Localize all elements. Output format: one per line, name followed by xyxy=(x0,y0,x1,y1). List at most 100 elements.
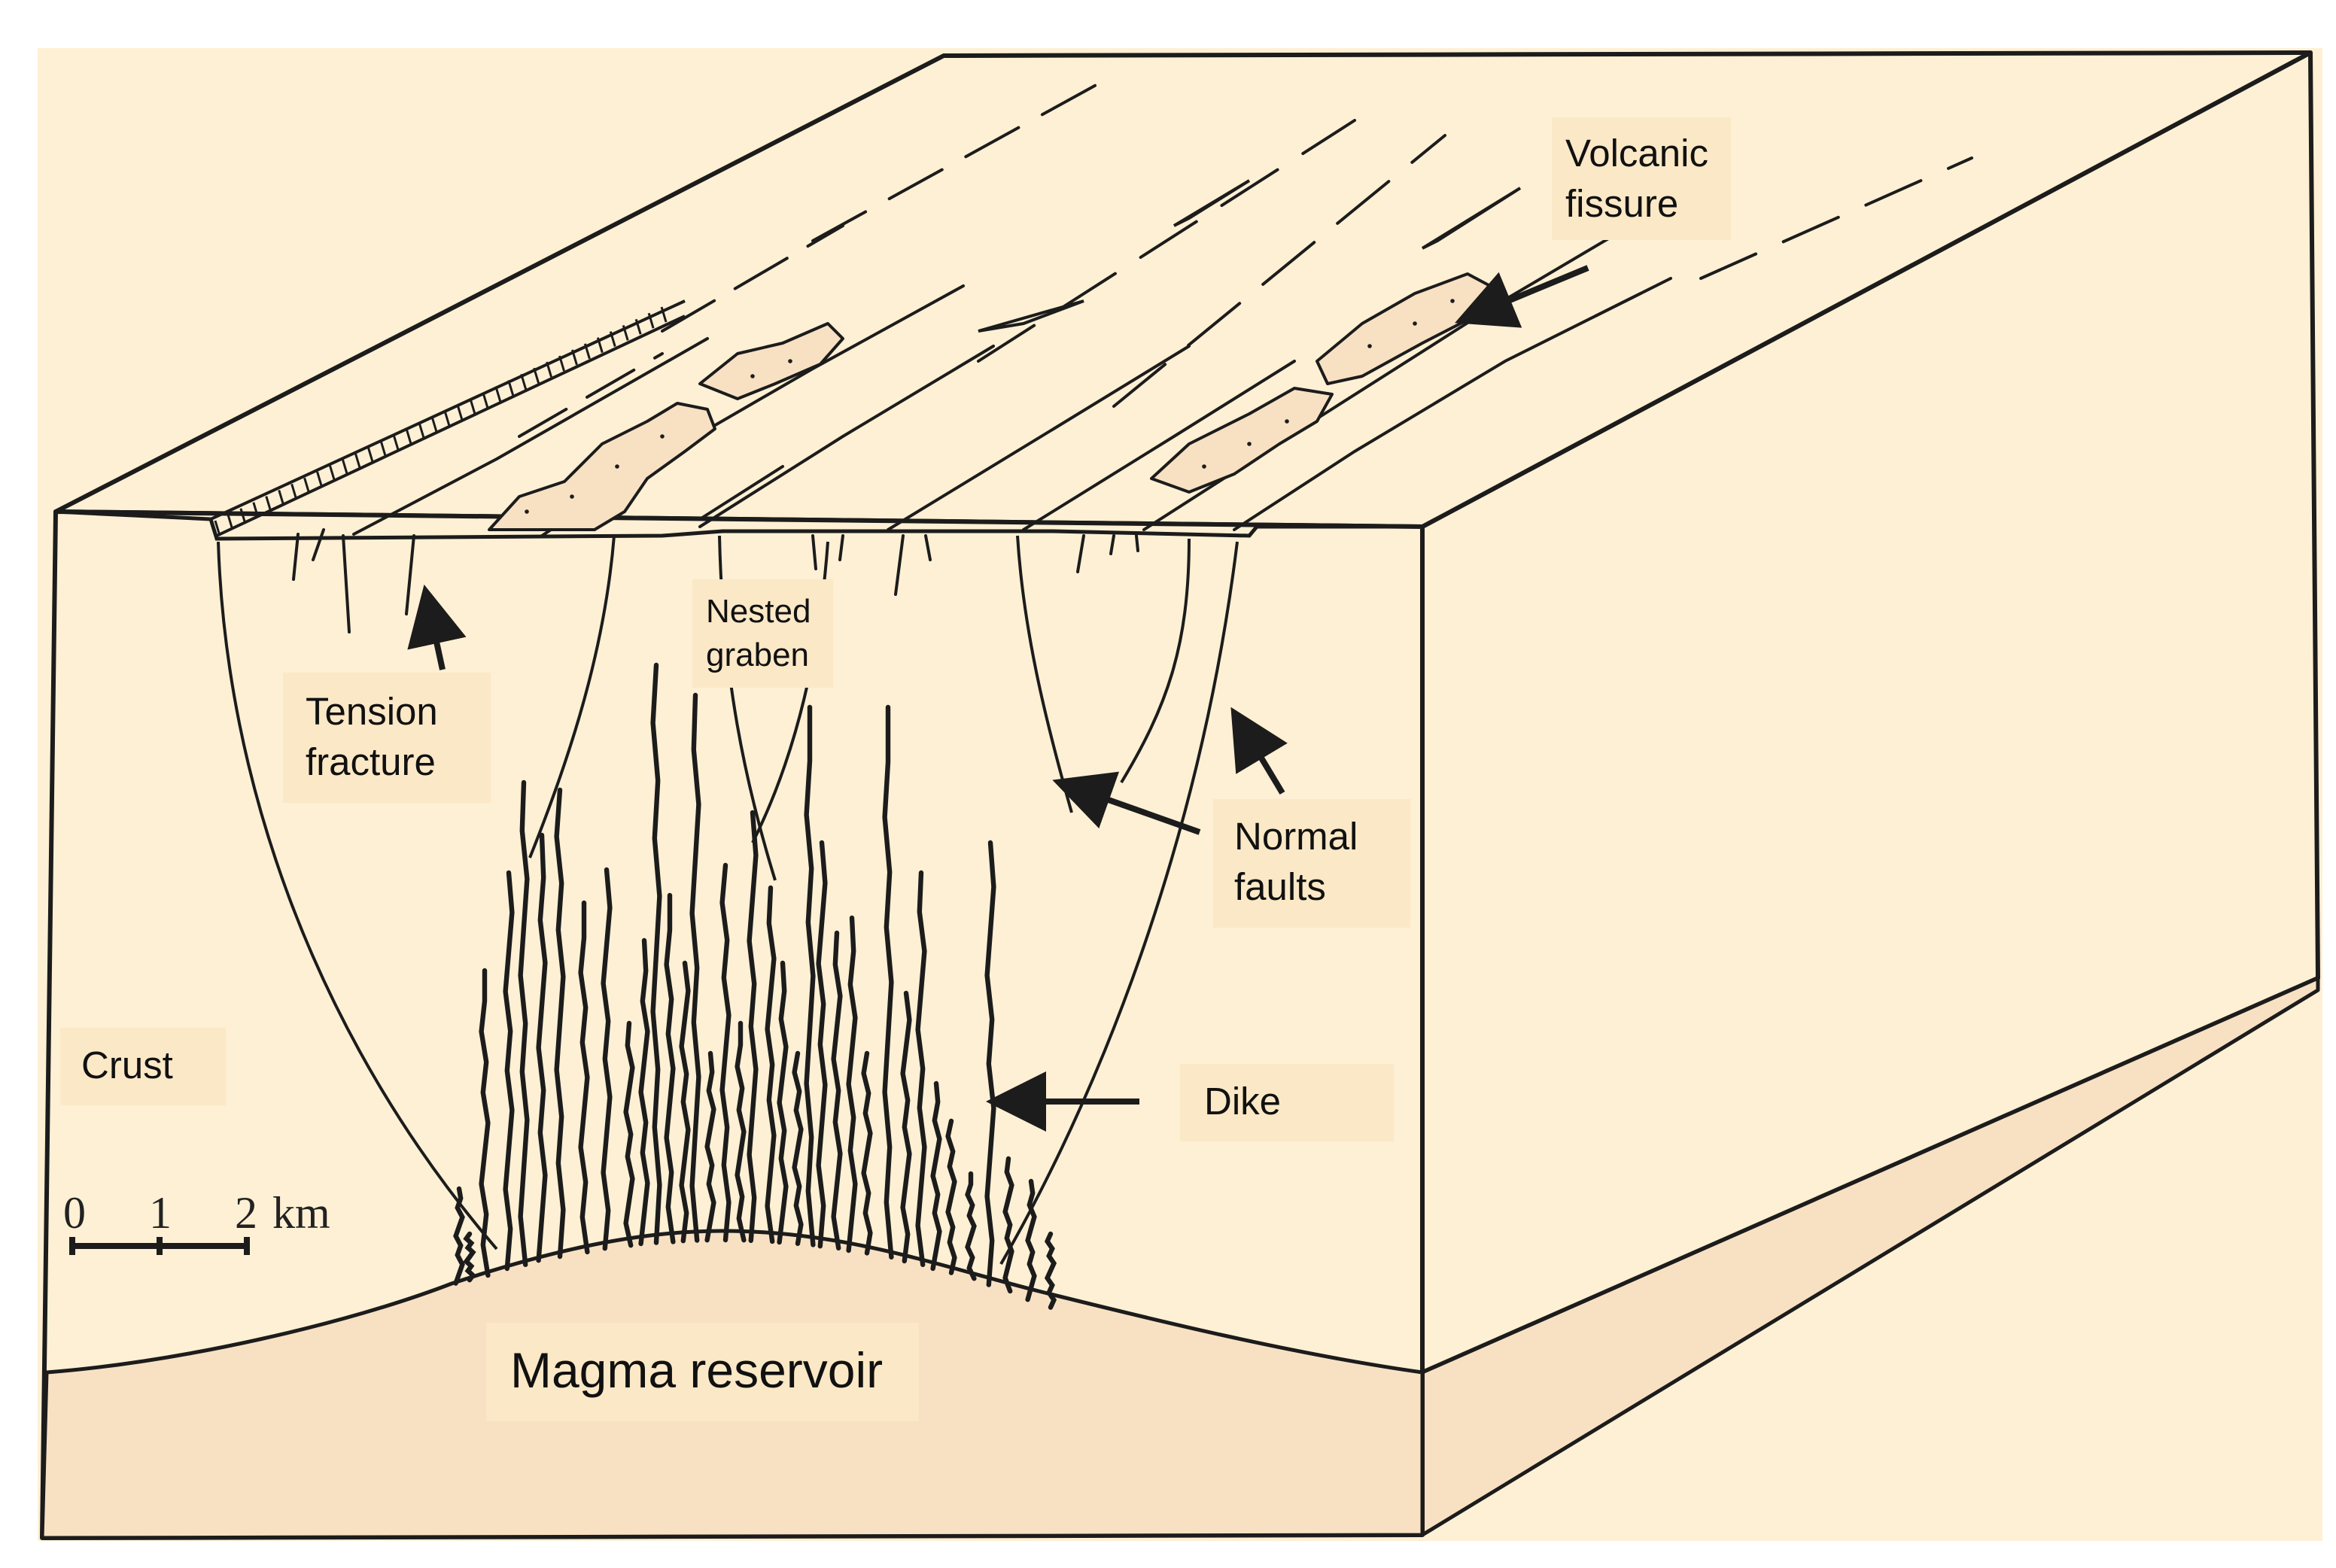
hatch-mark xyxy=(418,422,425,439)
dike xyxy=(915,870,927,1267)
dike xyxy=(804,704,816,1247)
inner-fault-left xyxy=(528,535,616,858)
dike xyxy=(554,787,566,1260)
dike xyxy=(650,662,662,1245)
dike xyxy=(536,832,548,1263)
label-nested-graben: Nested graben xyxy=(692,579,834,688)
hatch-mark xyxy=(316,471,323,488)
hatch-mark xyxy=(647,312,655,329)
dike xyxy=(777,960,789,1245)
arrow-volcanic-fissure xyxy=(1455,265,1589,328)
dike xyxy=(792,1050,804,1246)
arrow-tension-fracture xyxy=(407,584,467,670)
label-dike: Dike xyxy=(1180,1064,1395,1142)
dike xyxy=(882,704,894,1260)
arrow-normal-fault-right xyxy=(1230,707,1288,795)
lava-flows xyxy=(488,272,1492,531)
dike xyxy=(765,885,777,1244)
hatch-mark xyxy=(558,355,565,372)
rift-margin-edge xyxy=(208,299,686,539)
hatch-mark xyxy=(290,483,298,500)
hatch-mark xyxy=(456,404,464,421)
dike xyxy=(453,1186,465,1286)
hatch-mark xyxy=(660,306,668,323)
scale-tick-1: 1 xyxy=(149,1188,172,1238)
dike xyxy=(900,990,912,1264)
dike xyxy=(689,692,701,1243)
dike xyxy=(463,1231,476,1283)
dike xyxy=(704,1050,716,1243)
dike xyxy=(1002,1156,1014,1294)
hatch-mark xyxy=(252,502,260,518)
surface-fissures xyxy=(352,74,1973,537)
hatch-mark xyxy=(443,410,451,427)
hatch-mark xyxy=(227,514,234,530)
label-magma-reservoir: Magma reservoir xyxy=(486,1323,920,1422)
hatch-mark xyxy=(329,465,336,482)
callout-arrows xyxy=(407,265,1589,1132)
dike-swarm xyxy=(453,662,1057,1310)
label-volcanic-fissure: Volcanic fissure xyxy=(1552,117,1731,240)
label-tension-fracture: Tension fracture xyxy=(283,673,491,803)
hatch-mark xyxy=(482,392,489,409)
dike xyxy=(735,1020,747,1243)
dike xyxy=(984,840,996,1287)
hatch-mark xyxy=(303,477,311,494)
label-normal-faults: Normal faults xyxy=(1213,799,1411,928)
hatch-mark xyxy=(392,435,400,451)
tension-fractures xyxy=(292,528,1139,634)
hatch-mark xyxy=(494,386,502,402)
dike xyxy=(664,892,676,1244)
hatch-mark xyxy=(265,496,272,512)
hatch-mark xyxy=(583,343,591,360)
hatch-mark xyxy=(546,361,552,378)
rift-margin-hatching xyxy=(214,306,668,536)
right-fault-inner xyxy=(1120,538,1191,784)
label-crust: Crust xyxy=(60,1028,226,1106)
hatch-mark xyxy=(278,490,285,506)
dike xyxy=(503,870,515,1272)
hatch-mark xyxy=(634,318,642,335)
dike xyxy=(623,1020,635,1248)
dike xyxy=(1044,1231,1057,1310)
scale-tick-2: 2 xyxy=(235,1188,257,1238)
hatch-mark xyxy=(342,459,348,476)
dike xyxy=(679,960,691,1244)
arrow-normal-fault-left xyxy=(1052,771,1201,835)
hatch-mark xyxy=(533,367,540,384)
dike xyxy=(930,1080,942,1272)
dike xyxy=(945,1118,957,1275)
hatch-mark xyxy=(571,349,578,366)
dike xyxy=(816,840,828,1249)
hatch-mark xyxy=(609,331,616,347)
hatch-mark xyxy=(520,373,528,390)
dike xyxy=(518,779,530,1267)
scale-bar xyxy=(69,1237,250,1255)
scale-tick-0: 0 xyxy=(63,1188,86,1238)
dike xyxy=(965,1171,977,1281)
hatch-mark xyxy=(354,453,361,469)
dike xyxy=(578,900,590,1255)
dike xyxy=(861,1050,873,1256)
scale-unit: km xyxy=(272,1188,330,1238)
lava-flow-speckle xyxy=(525,299,1455,514)
hatch-mark xyxy=(469,398,476,415)
dike xyxy=(601,867,613,1251)
hatch-mark xyxy=(622,325,629,341)
dike xyxy=(638,937,650,1247)
dike xyxy=(747,810,759,1243)
dike xyxy=(1025,1178,1037,1302)
dike xyxy=(846,915,858,1253)
dike xyxy=(831,930,843,1250)
hatch-mark xyxy=(430,416,438,433)
hatch-mark xyxy=(596,337,604,354)
dike xyxy=(479,968,491,1278)
hatch-mark xyxy=(367,447,374,463)
outer-fault-right xyxy=(999,541,1239,1265)
hatch-mark xyxy=(214,520,221,536)
hatch-mark xyxy=(507,380,515,396)
hatch-mark xyxy=(379,441,387,457)
dike xyxy=(719,862,732,1243)
hatch-mark xyxy=(239,508,247,524)
outer-fault-left xyxy=(217,541,498,1250)
